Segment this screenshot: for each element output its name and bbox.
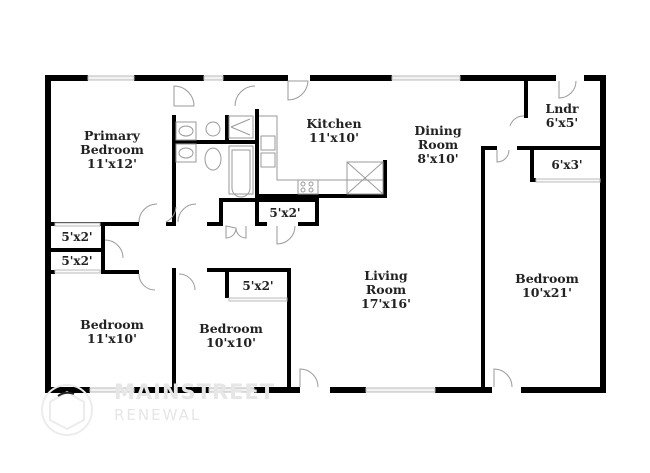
windows <box>87 75 461 393</box>
room-name: Bedroom <box>199 321 263 336</box>
room-label-closet-left-2: 5'x2' <box>61 254 92 268</box>
room-name: Primary <box>84 128 140 143</box>
room-size: 11'x10' <box>87 331 137 346</box>
room-label-bedroom-left: Bedroom 11'x10' <box>80 318 144 346</box>
room-size: 6'x5' <box>545 115 579 130</box>
room-label-laundry: Lndr 6'x5' <box>545 102 578 130</box>
room-size: 11'x10' <box>309 130 359 145</box>
room-label-kitchen: Kitchen 11'x10' <box>306 117 361 145</box>
room-label-primary-bedroom: Primary Bedroom 11'x12' <box>80 129 144 171</box>
room-size: 10'x21' <box>522 285 572 300</box>
room-size: 11'x12' <box>87 156 137 171</box>
room-name: Bedroom <box>515 271 579 286</box>
room-name: Kitchen <box>306 116 362 131</box>
room-label-closet-right: 6'x3' <box>551 158 582 172</box>
room-name: Lndr <box>545 101 579 116</box>
closet-doors <box>54 178 601 302</box>
room-size: 5'x2' <box>242 279 274 293</box>
room-size: 10'x10' <box>206 335 256 350</box>
room-size: 5'x2' <box>269 206 301 220</box>
room-label-closet-left-1: 5'x2' <box>61 230 92 244</box>
exterior-walls <box>45 75 606 393</box>
mainstreet-logo-icon <box>41 384 93 436</box>
room-size: 17'x16' <box>361 296 411 311</box>
watermark: MAINSTREET RENEWAL <box>40 380 274 442</box>
room-label-closet-bedroom-mid: 5'x2' <box>242 279 273 293</box>
room-label-bedroom-mid: Bedroom 10'x10' <box>199 322 263 350</box>
room-label-closet-pantry: 5'x2' <box>269 206 300 220</box>
room-size: 6'x3' <box>551 158 583 172</box>
room-name: Bedroom <box>80 142 144 157</box>
fixtures <box>175 115 384 198</box>
room-size: 5'x2' <box>61 230 93 244</box>
room-name: Room <box>365 282 407 297</box>
room-name: Room <box>417 137 459 152</box>
room-size: 5'x2' <box>61 254 93 268</box>
watermark-text-line2: RENEWAL <box>114 406 202 424</box>
room-name: Dining <box>414 123 462 138</box>
room-label-bedroom-right: Bedroom 10'x21' <box>515 272 579 300</box>
room-size: 8'x10' <box>417 151 459 166</box>
room-label-living-room: Living Room 17'x16' <box>361 269 411 311</box>
doors <box>104 80 577 388</box>
room-name: Bedroom <box>80 317 144 332</box>
room-name: Living <box>364 268 408 283</box>
interior-walls <box>51 80 602 390</box>
watermark-text-line1: MAINSTREET <box>114 380 276 404</box>
room-label-dining-room: Dining Room 8'x10' <box>414 124 461 166</box>
